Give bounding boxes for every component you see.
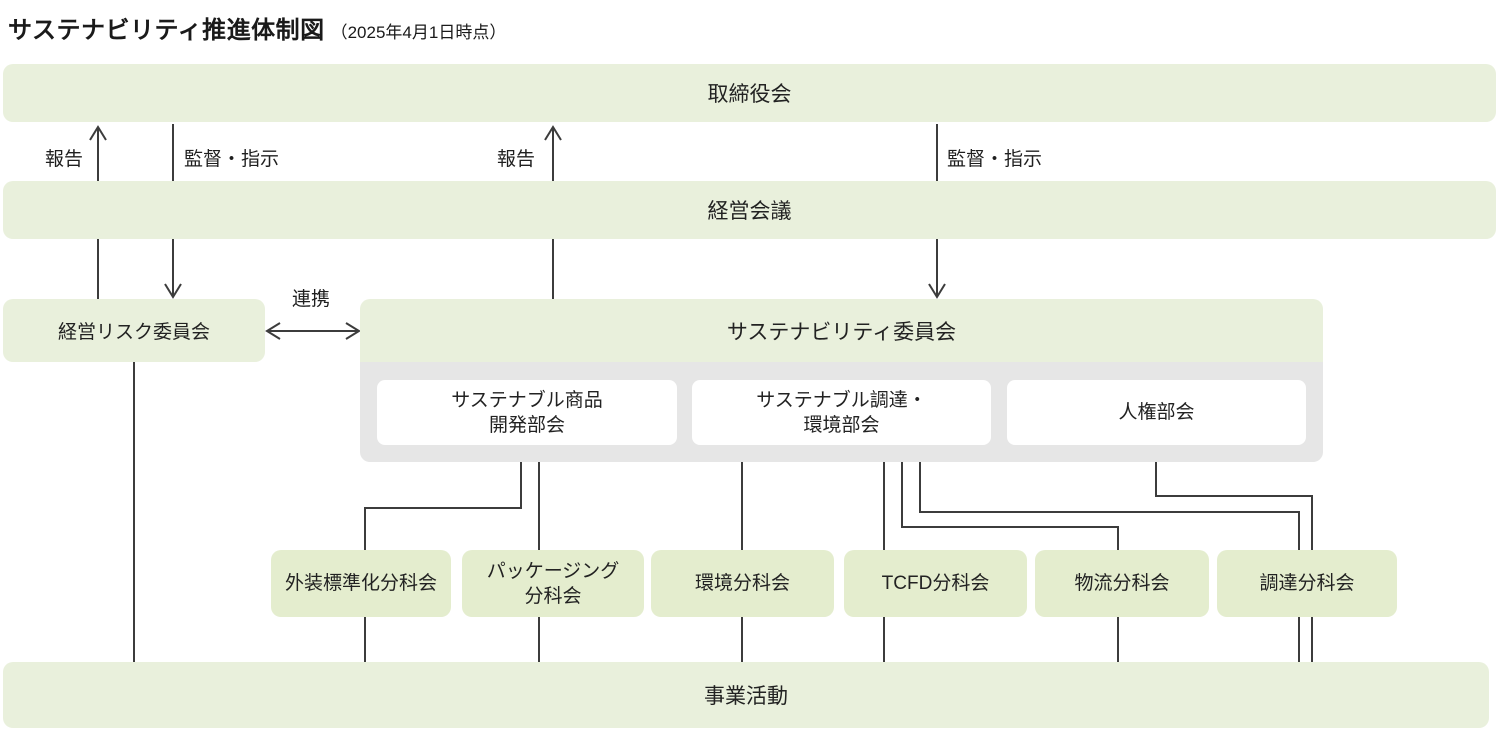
management-risk-committee: 経営リスク委員会 — [3, 299, 265, 362]
subgroup-procurement: 調達分科会 — [1217, 550, 1397, 617]
label-report-right: 報告 — [497, 149, 536, 170]
subgroup-exterior-standardization: 外装標準化分科会 — [271, 550, 451, 617]
bar-business-activities: 事業活動 — [3, 662, 1489, 728]
subgroup-logistics: 物流分科会 — [1035, 550, 1209, 617]
subcommittee-human-rights: 人権部会 — [1007, 380, 1306, 445]
label-report-left: 報告 — [45, 149, 84, 170]
label-collaboration: 連携 — [292, 289, 331, 310]
subgroup-environment: 環境分科会 — [651, 550, 834, 617]
bar-management-meeting: 経営会議 — [3, 181, 1496, 239]
sustainability-committee: サステナビリティ委員会 サステナブル商品 開発部会 サステナブル調達・ 環境部会… — [360, 299, 1323, 462]
page-title-date-note: （2025年4月1日時点） — [330, 23, 507, 42]
subcommittee-procurement-environment: サステナブル調達・ 環境部会 — [692, 380, 991, 445]
sustainability-committee-title: サステナビリティ委員会 — [360, 299, 1323, 362]
subgroup-tcfd: TCFD分科会 — [844, 550, 1027, 617]
label-supervise-left: 監督・指示 — [184, 149, 280, 170]
bar-board-of-directors: 取締役会 — [3, 64, 1496, 122]
sustainability-committee-panel: サステナブル商品 開発部会 サステナブル調達・ 環境部会 人権部会 — [360, 362, 1323, 462]
chart-title-row: サステナビリティ推進体制図 （2025年4月1日時点） — [8, 10, 506, 45]
subcommittee-product-development: サステナブル商品 開発部会 — [377, 380, 677, 445]
subgroup-packaging: パッケージング 分科会 — [462, 550, 644, 617]
label-supervise-right: 監督・指示 — [947, 149, 1043, 170]
page-title: サステナビリティ推進体制図 — [8, 17, 325, 44]
